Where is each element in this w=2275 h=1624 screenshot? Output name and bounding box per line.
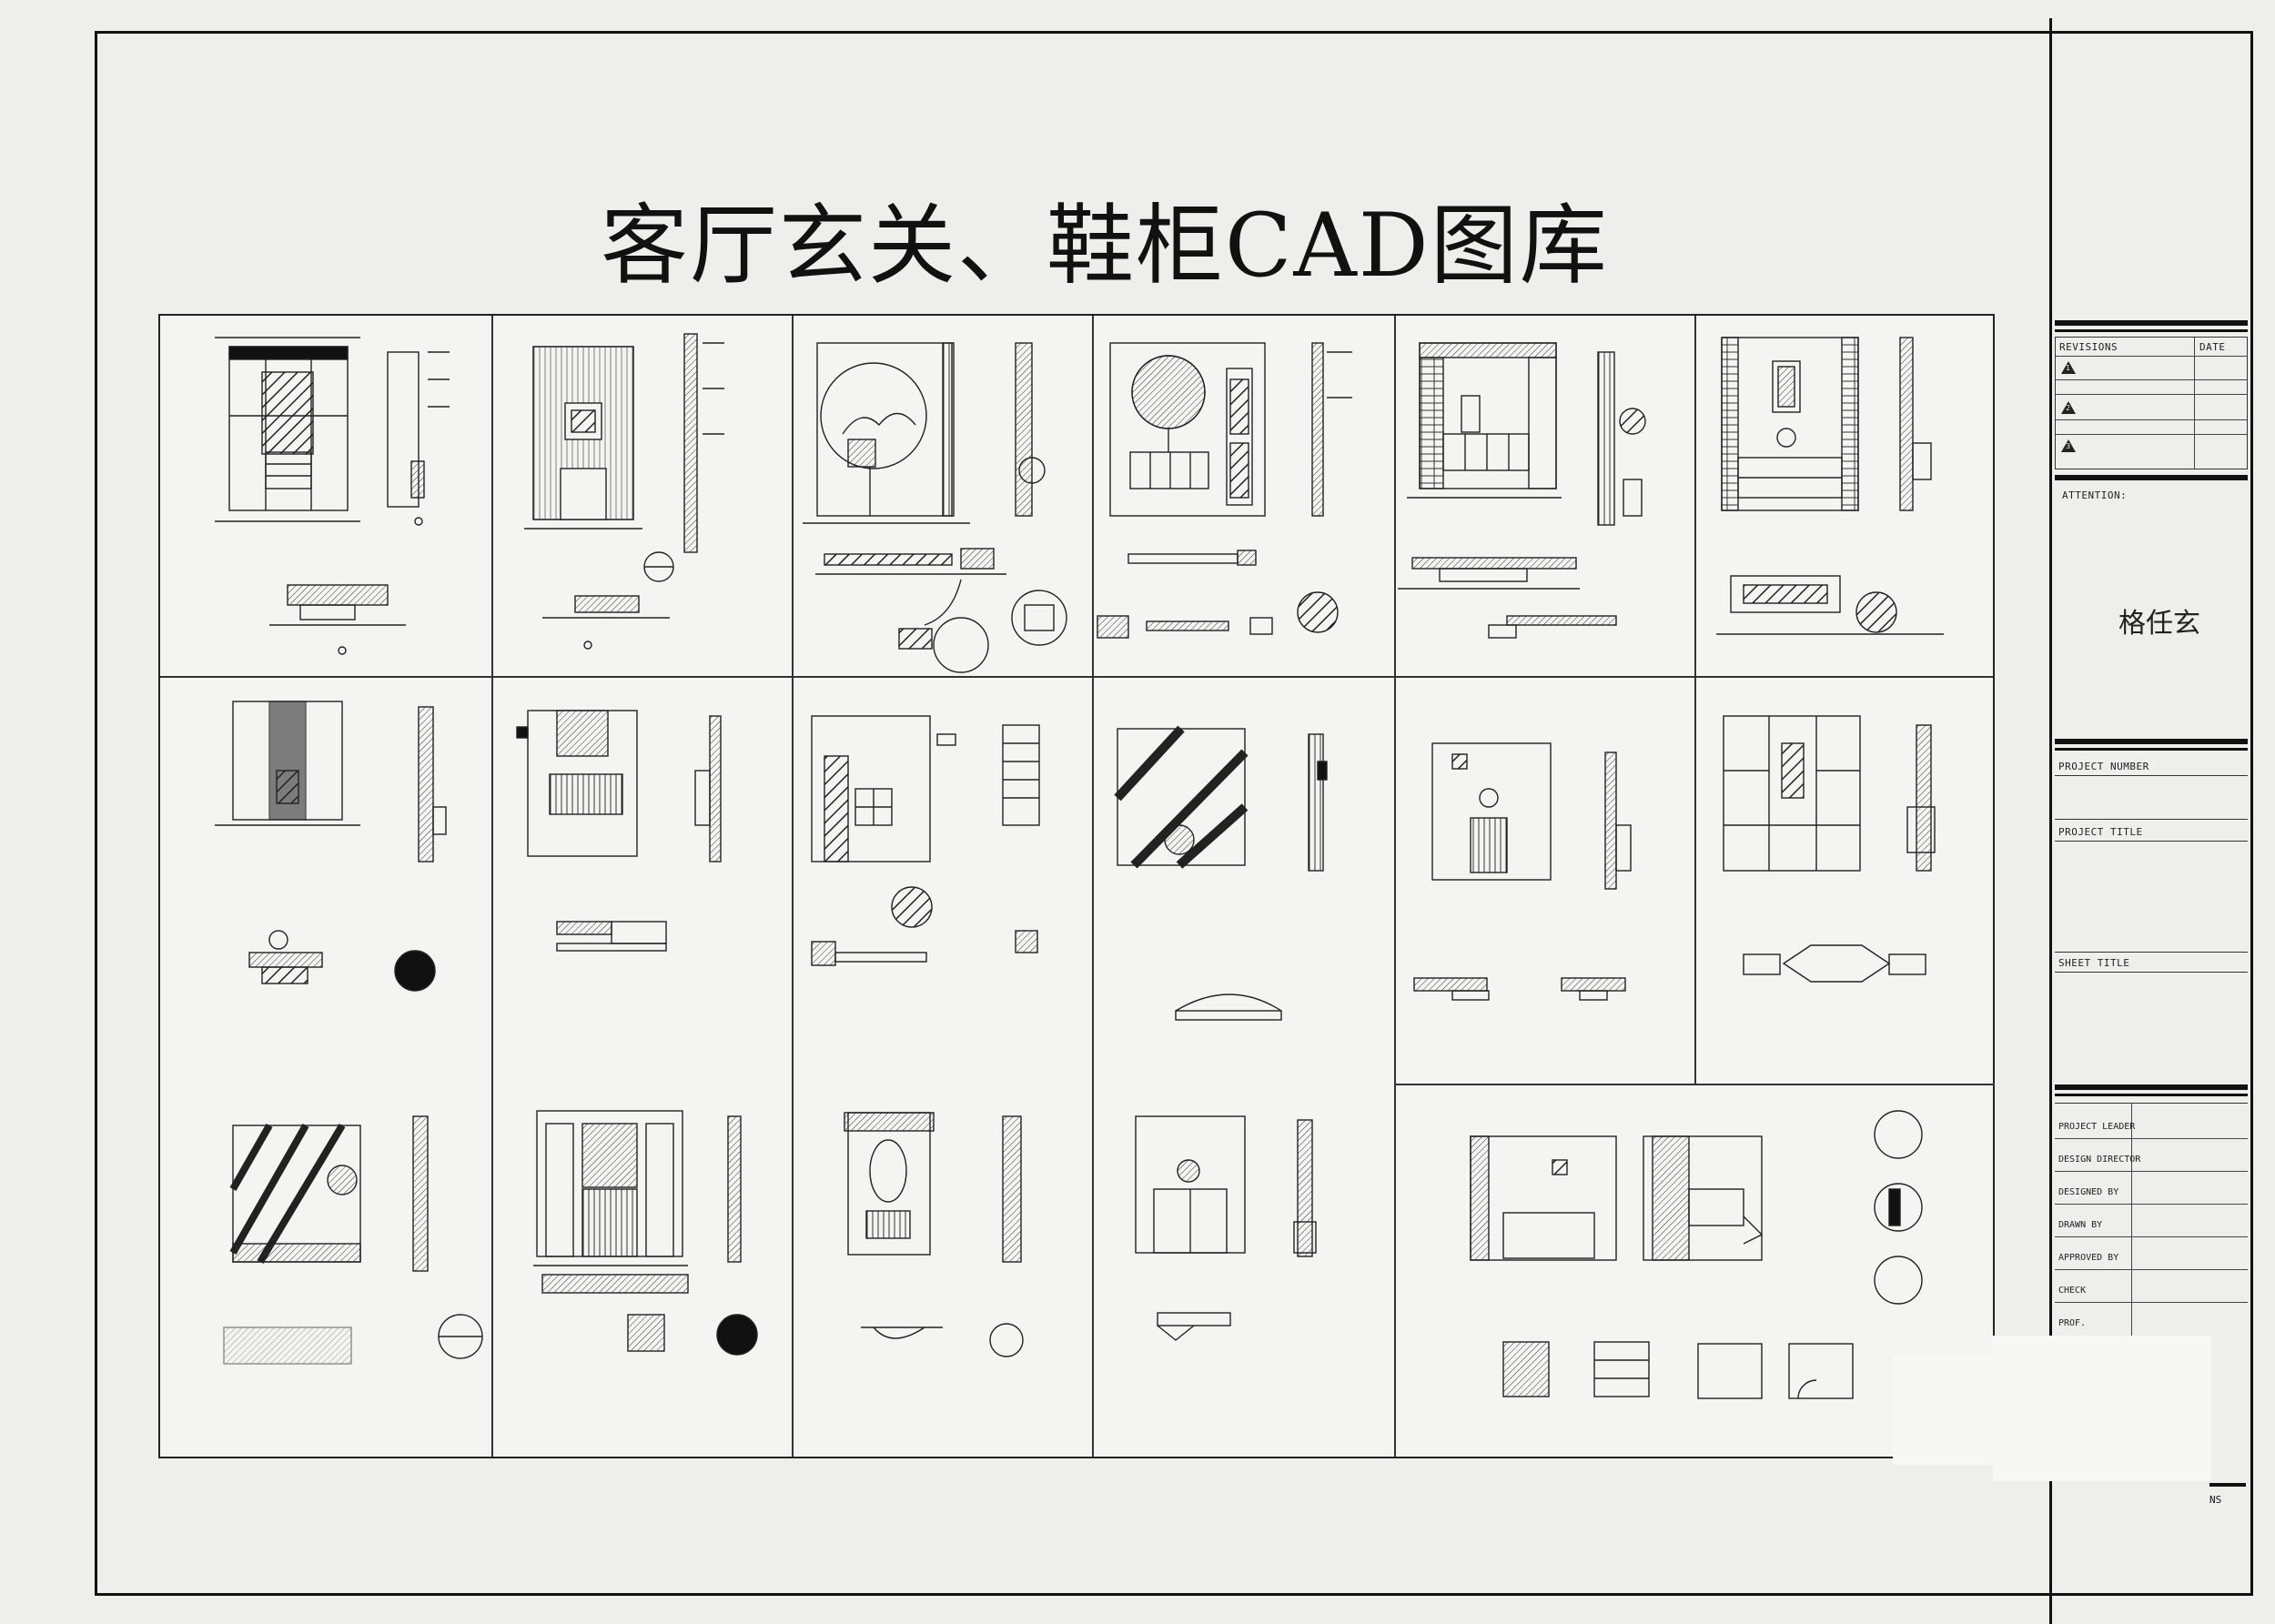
elevation-drawing: [1398, 342, 1646, 639]
field-divider: [2055, 819, 2248, 820]
grid-divider: [792, 316, 794, 1457]
elevation-drawing: [1114, 725, 1328, 1021]
paper-overlay: [1893, 1356, 2002, 1465]
check-label: CHECK: [2058, 1286, 2087, 1296]
elevation-drawing: [844, 1112, 1024, 1357]
warning-triangle-icon: 1: [2061, 361, 2076, 374]
approved-by-label: APPROVED BY: [2058, 1253, 2119, 1263]
title-block-border: [2049, 18, 2052, 1624]
title-block-band: [2055, 329, 2248, 332]
personnel-row: [2055, 1269, 2248, 1270]
elevation-drawing: [223, 1115, 483, 1365]
project-title-label: PROJECT TITLE: [2058, 826, 2143, 838]
sheet-main-title: 客厅玄关、鞋柜CAD图库: [601, 195, 1609, 297]
design-director-label: DESIGN DIRECTOR: [2058, 1155, 2141, 1165]
revisions-row: [2056, 419, 2247, 420]
attention-label: ATTENTION:: [2062, 489, 2128, 501]
elevation-drawing: [1716, 337, 1944, 635]
paper-overlay: [1993, 1336, 2211, 1481]
personnel-divider: [2131, 1104, 2132, 1340]
drawing-frame: [95, 31, 2253, 1596]
elevation-drawing: [1413, 742, 1632, 1001]
sheet-title-label: SHEET TITLE: [2058, 957, 2130, 969]
revision-mark: 2: [2066, 404, 2071, 412]
elevation-drawing: [215, 337, 450, 655]
title-block-band: [2209, 1483, 2246, 1487]
drawing-grid: [158, 314, 1995, 1458]
grid-divider: [491, 316, 493, 1457]
field-divider: [2055, 841, 2248, 842]
elevation-drawing: [516, 710, 722, 952]
warning-triangle-icon: 2: [2061, 401, 2076, 414]
elevation-drawing: [803, 342, 1067, 673]
personnel-row: [2055, 1138, 2248, 1139]
scale-suffix: NS: [2209, 1494, 2222, 1506]
elevation-drawing: [215, 701, 447, 992]
title-block-band: [2055, 739, 2248, 744]
personnel-row: [2055, 1302, 2248, 1303]
elevation-drawing: [533, 1110, 758, 1356]
title-block-band: [2055, 320, 2248, 326]
warning-triangle-icon: 3: [2061, 439, 2076, 452]
grid-divider: [1694, 316, 1696, 1084]
drawn-by-label: DRAWN BY: [2058, 1220, 2103, 1230]
elevation-drawing: [1097, 342, 1352, 639]
date-label: DATE: [2199, 341, 2226, 353]
attention-value: 格任玄: [2118, 608, 2200, 640]
title-block-band: [2055, 1084, 2248, 1090]
personnel-row: [2055, 1204, 2248, 1205]
personnel-row: [2055, 1171, 2248, 1172]
personnel-table: PROJECT LEADER DESIGN DIRECTOR DESIGNED …: [2055, 1103, 2248, 1340]
revisions-table: REVISIONS DATE 1 2 3: [2055, 337, 2248, 469]
revisions-row: [2056, 356, 2247, 357]
revisions-row: [2056, 394, 2247, 395]
field-divider: [2055, 775, 2248, 776]
title-block-band: [2055, 475, 2248, 480]
elevation-drawing: [811, 715, 1040, 966]
cad-drawings: [215, 333, 1944, 1399]
project-number-label: PROJECT NUMBER: [2058, 761, 2149, 772]
elevation-drawing: [1723, 715, 1936, 983]
revisions-divider: [2194, 338, 2195, 469]
designed-by-label: DESIGNED BY: [2058, 1187, 2119, 1197]
title-block-band: [2055, 748, 2248, 751]
revision-mark: 3: [2066, 442, 2071, 450]
grid-divider: [1092, 316, 1094, 1457]
grid-divider: [1394, 316, 1396, 1457]
field-divider: [2055, 972, 2248, 973]
revisions-label: REVISIONS: [2059, 341, 2118, 353]
project-leader-label: PROJECT LEADER: [2058, 1122, 2136, 1132]
revisions-row: [2056, 379, 2247, 380]
elevation-drawing: [524, 333, 724, 650]
prof-label: PROF.: [2058, 1318, 2087, 1328]
title-block-band: [2055, 1094, 2248, 1096]
elevation-drawing: [1470, 1110, 1923, 1399]
elevation-drawing: [1135, 1115, 1317, 1341]
personnel-row: [2055, 1236, 2248, 1237]
field-divider: [2055, 952, 2248, 953]
revisions-row: [2056, 434, 2247, 435]
grid-divider: [160, 676, 1993, 678]
revision-mark: 1: [2066, 364, 2071, 372]
grid-divider: [1394, 1084, 1995, 1085]
